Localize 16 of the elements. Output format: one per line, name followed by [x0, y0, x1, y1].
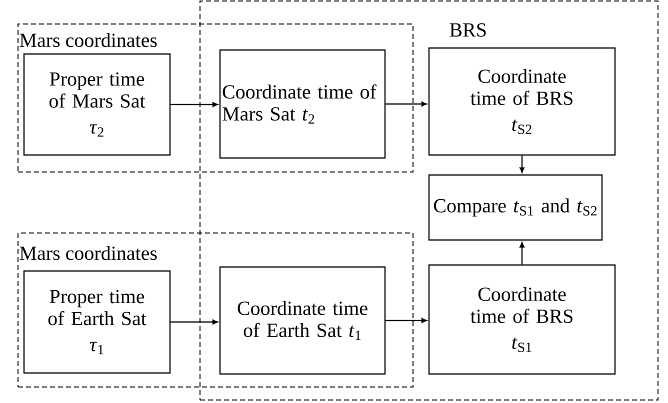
arrow	[520, 156, 524, 173]
arrow	[170, 102, 218, 107]
arrow	[520, 242, 524, 264]
process-box: Proper time of Earth Sat τ$_{1}$	[23, 270, 171, 374]
arrow	[170, 320, 218, 324]
arrow	[386, 102, 427, 106]
process-box: Coordinate time of BRS t$_{S1}$	[428, 264, 616, 375]
group-title: BRS	[450, 23, 486, 37]
group-title: Mars coordinates	[20, 32, 157, 48]
process-box: Coordinate time of Mars Sat t$_{2}$	[219, 49, 386, 159]
process-box: Coordinate time of Earth Sat t$_{1}$	[219, 266, 386, 375]
process-box: Proper time of Mars Sat τ$_{2}$	[23, 53, 171, 156]
group-title: Mars coordinates	[20, 246, 157, 260]
arrow	[386, 318, 427, 323]
process-box: Compare t$_{S1}$ and t$_{S2}$	[428, 174, 603, 241]
process-box: Coordinate time of BRS t$_{S2}$	[428, 47, 616, 156]
